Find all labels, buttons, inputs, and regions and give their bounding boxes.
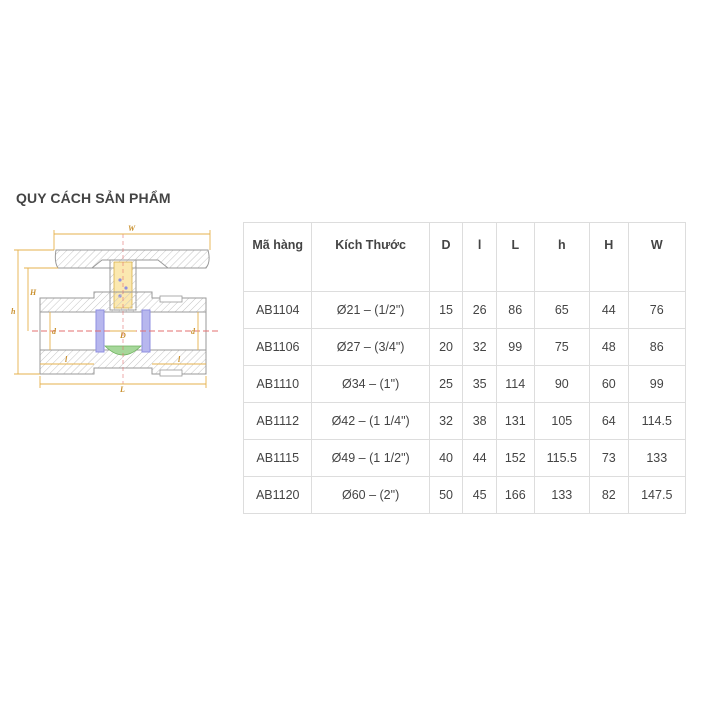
cell-code: AB1106 <box>242 328 313 366</box>
cell-size: Ø49 – (1 1/2") <box>311 439 430 477</box>
cell-size: Ø42 – (1 1/4") <box>311 402 430 440</box>
valve-ball <box>104 345 142 356</box>
cell-L: 99 <box>495 328 535 366</box>
table-row: AB1120 Ø60 – (2") 50 45 166 133 82 147.5 <box>242 476 686 514</box>
cell-H: 60 <box>589 365 629 403</box>
cell-L: 166 <box>495 476 535 514</box>
cell-l: 26 <box>462 291 497 329</box>
cell-code: AB1115 <box>242 439 313 477</box>
dimension-lines <box>14 230 211 388</box>
label-w: W <box>128 224 136 233</box>
cell-size: Ø21 – (1/2") <box>311 291 430 329</box>
cell-h: 65 <box>533 291 591 329</box>
table-row: AB1110 Ø34 – (1") 25 35 114 90 60 99 <box>242 365 686 403</box>
cell-l: 32 <box>462 328 497 366</box>
header-l: l <box>462 222 497 292</box>
cell-H: 73 <box>589 439 629 477</box>
spec-table: Mã hàng Kích Thước D l L h H W AB1104 Ø2… <box>242 222 686 514</box>
label-h-lower: h <box>11 307 16 316</box>
label-d-left: d <box>52 327 57 336</box>
table-header-row: Mã hàng Kích Thước D l L h H W <box>242 222 686 292</box>
header-L: L <box>495 222 535 292</box>
table-row: AB1104 Ø21 – (1/2") 15 26 86 65 44 76 <box>242 291 686 329</box>
ball-valve-diagram: W H h D d d l l L <box>11 224 218 392</box>
header-kich-thuoc: Kích Thước <box>311 222 430 292</box>
cell-code: AB1104 <box>242 291 313 329</box>
cell-l: 35 <box>462 365 497 403</box>
cell-size: Ø60 – (2") <box>311 476 430 514</box>
table-row: AB1115 Ø49 – (1 1/2") 40 44 152 115.5 73… <box>242 439 686 477</box>
header-W: W <box>627 222 686 292</box>
section-title: QUY CÁCH SẢN PHẨM <box>16 190 171 206</box>
cell-L: 114 <box>495 365 535 403</box>
cell-H: 82 <box>589 476 629 514</box>
cell-D: 50 <box>428 476 464 514</box>
cell-h: 133 <box>533 476 591 514</box>
cell-D: 15 <box>428 291 464 329</box>
cell-h: 75 <box>533 328 591 366</box>
cell-H: 48 <box>589 328 629 366</box>
table-row: AB1112 Ø42 – (1 1/4") 32 38 131 105 64 1… <box>242 402 686 440</box>
cell-D: 20 <box>428 328 464 366</box>
cell-L: 152 <box>495 439 535 477</box>
label-h-upper: H <box>29 288 37 297</box>
label-d-right: d <box>191 327 196 336</box>
label-l-left: l <box>65 355 68 364</box>
cell-L: 86 <box>495 291 535 329</box>
label-l-right: l <box>178 355 181 364</box>
cell-W: 99 <box>627 365 686 403</box>
cell-H: 64 <box>589 402 629 440</box>
cell-W: 114.5 <box>627 402 686 440</box>
cell-code: AB1112 <box>242 402 313 440</box>
cell-h: 115.5 <box>533 439 591 477</box>
cell-L: 131 <box>495 402 535 440</box>
cell-H: 44 <box>589 291 629 329</box>
cell-W: 147.5 <box>627 476 686 514</box>
cell-W: 76 <box>627 291 686 329</box>
cell-size: Ø27 – (3/4") <box>311 328 430 366</box>
cell-W: 86 <box>627 328 686 366</box>
label-L: L <box>119 385 125 392</box>
cell-code: AB1120 <box>242 476 313 514</box>
label-d-ball: D <box>119 331 126 340</box>
cell-l: 45 <box>462 476 497 514</box>
cell-l: 44 <box>462 439 497 477</box>
cell-h: 105 <box>533 402 591 440</box>
header-h: h <box>533 222 591 292</box>
header-ma-hang: Mã hàng <box>242 222 313 292</box>
cell-l: 38 <box>462 402 497 440</box>
cell-W: 133 <box>627 439 686 477</box>
cell-D: 32 <box>428 402 464 440</box>
cell-size: Ø34 – (1") <box>311 365 430 403</box>
header-D: D <box>428 222 464 292</box>
table-row: AB1106 Ø27 – (3/4") 20 32 99 75 48 86 <box>242 328 686 366</box>
cell-code: AB1110 <box>242 365 313 403</box>
header-H: H <box>589 222 629 292</box>
cell-D: 40 <box>428 439 464 477</box>
cell-h: 90 <box>533 365 591 403</box>
cell-D: 25 <box>428 365 464 403</box>
